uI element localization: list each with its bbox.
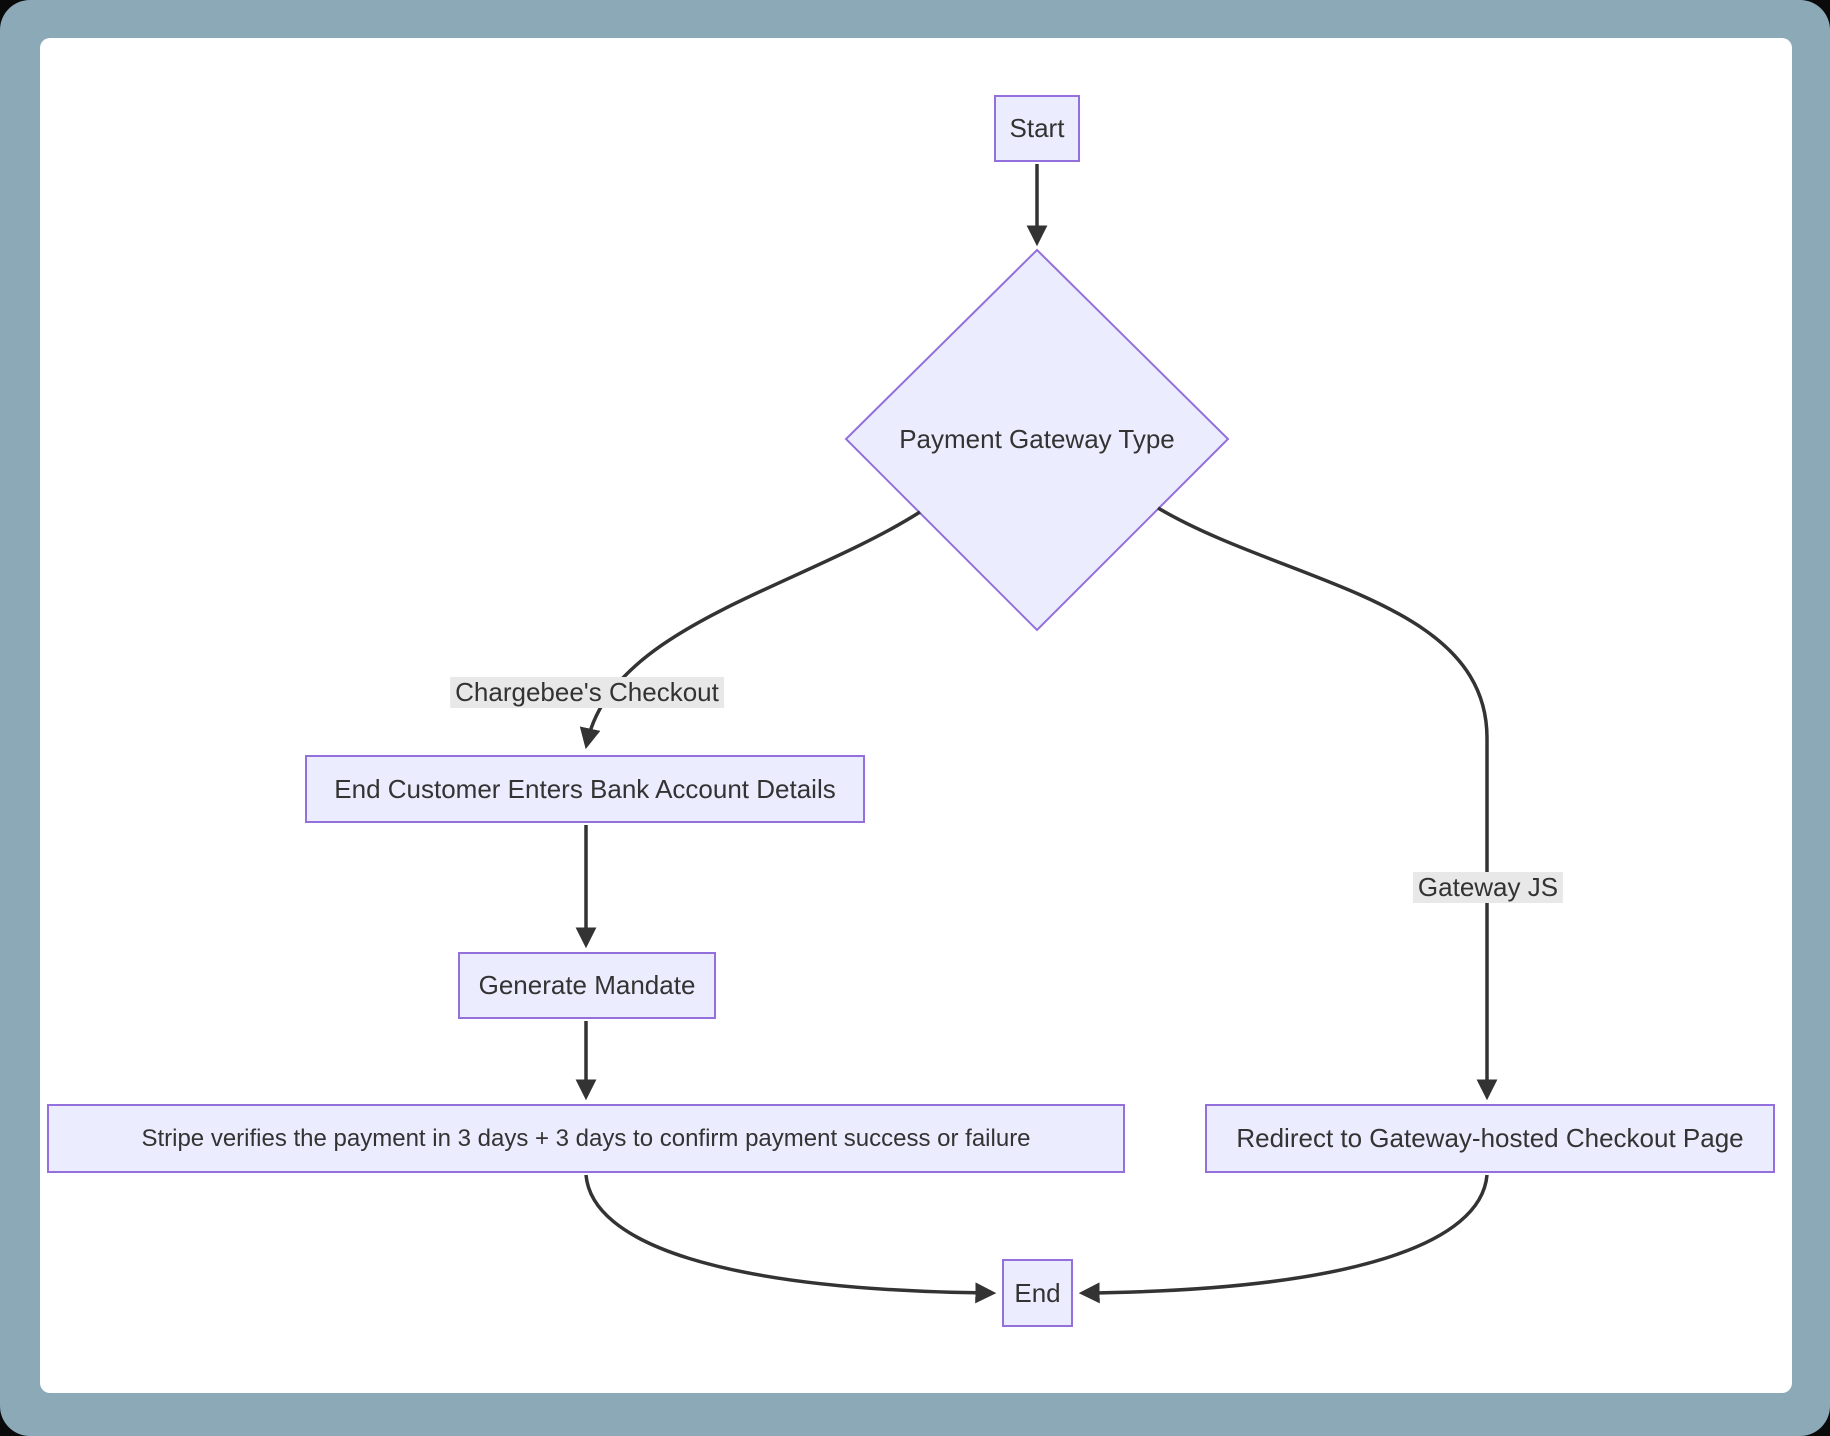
edge-decision-to-redirect	[1157, 506, 1498, 1101]
flowchart-edges-svg	[575, 164, 1498, 1304]
node-enter-bank-details-label: End Customer Enters Bank Account Details	[334, 773, 836, 804]
node-end: End	[1002, 1259, 1073, 1327]
node-end-label: End	[1014, 1277, 1061, 1308]
node-payment-gateway-type: Payment Gateway Type	[887, 424, 1187, 455]
node-start: Start	[994, 95, 1080, 162]
node-payment-gateway-type-label: Payment Gateway Type	[899, 424, 1175, 454]
edge-redirect-to-end	[1078, 1174, 1489, 1304]
diagram-canvas: Start Payment Gateway Type End Customer …	[40, 38, 1792, 1393]
node-start-label: Start	[1009, 113, 1065, 143]
edge-label-chargebees-checkout: Chargebee's Checkout	[450, 677, 724, 708]
decision-diamond-shape	[844, 248, 1230, 632]
node-stripe-verifies-label: Stripe verifies the payment in 3 days + …	[141, 1124, 1031, 1152]
node-redirect-checkout: Redirect to Gateway-hosted Checkout Page	[1205, 1104, 1775, 1173]
node-enter-bank-details: End Customer Enters Bank Account Details	[305, 755, 865, 823]
edge-label-gateway-js: Gateway JS	[1412, 872, 1564, 903]
node-generate-mandate: Generate Mandate	[458, 952, 716, 1019]
edge-decision-to-enter-bank	[579, 510, 921, 750]
node-generate-mandate-label: Generate Mandate	[478, 970, 696, 1000]
edge-stripe-to-end	[584, 1174, 997, 1304]
node-redirect-checkout-label: Redirect to Gateway-hosted Checkout Page	[1236, 1123, 1744, 1153]
node-stripe-verifies: Stripe verifies the payment in 3 days + …	[47, 1104, 1125, 1173]
